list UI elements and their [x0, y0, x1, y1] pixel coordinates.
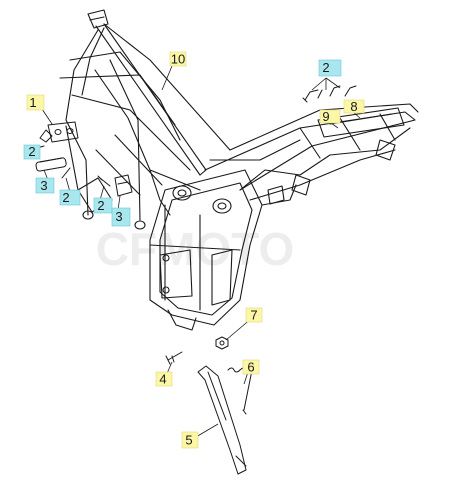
- svg-text:3: 3: [115, 209, 122, 224]
- callout-4: 4: [155, 372, 173, 387]
- callout-5: 5: [181, 431, 199, 449]
- callout-2-left: 2: [23, 144, 41, 160]
- callout-1: 1: [26, 94, 45, 111]
- svg-text:8: 8: [350, 99, 357, 114]
- svg-text:2: 2: [28, 144, 35, 159]
- callout-8: 8: [343, 99, 365, 114]
- callout-10: 10: [169, 52, 187, 67]
- svg-text:3: 3: [40, 178, 47, 193]
- small-parts: [27, 85, 357, 475]
- svg-text:10: 10: [171, 52, 185, 67]
- callout-6: 6: [242, 360, 260, 375]
- svg-text:2: 2: [97, 198, 104, 213]
- svg-text:2: 2: [322, 60, 329, 75]
- callout-7: 7: [245, 308, 263, 323]
- callout-2-middle: 2: [93, 197, 113, 214]
- callout-3-left: 3: [35, 177, 55, 194]
- callouts: 10 2 9 8 1 2 3 2: [23, 52, 365, 449]
- svg-text:6: 6: [247, 360, 254, 375]
- svg-text:7: 7: [250, 308, 257, 323]
- watermark: CFMOTO: [96, 223, 294, 275]
- callout-9: 9: [319, 109, 341, 124]
- main-frame: [59, 9, 419, 331]
- callout-3-middle: 3: [111, 207, 131, 227]
- callout-2-top: 2: [318, 59, 342, 77]
- svg-text:2: 2: [62, 190, 69, 205]
- svg-text:4: 4: [159, 372, 166, 387]
- svg-text:9: 9: [322, 109, 329, 124]
- svg-text:5: 5: [185, 433, 192, 448]
- callout-2-lower-left: 2: [59, 189, 81, 206]
- svg-text:1: 1: [29, 95, 36, 110]
